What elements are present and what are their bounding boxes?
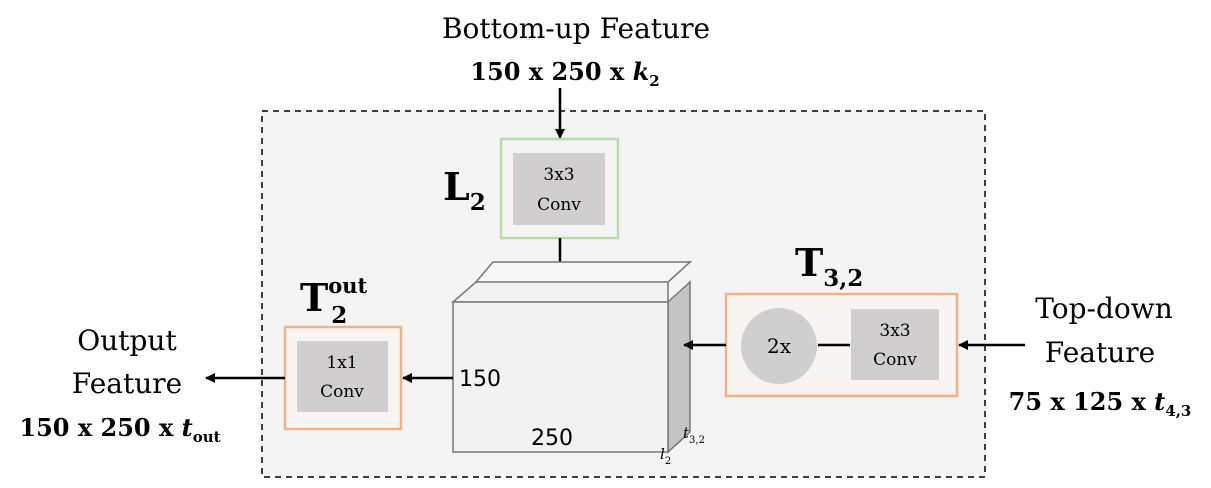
output-conv-label: Conv (320, 382, 364, 402)
topdown-input-line2: Feature (1045, 336, 1155, 369)
lateral-conv-label: Conv (537, 195, 581, 215)
upsample-circle (741, 308, 817, 384)
lateral-conv-kernel: 3x3 (543, 165, 574, 185)
output-feature-line1: Output (77, 324, 177, 357)
output-feature-dims: 150 x 250 x tout (19, 413, 220, 446)
bottom-up-dims: 150 x 250 x k2 (470, 57, 659, 90)
tensor-width-label: 250 (531, 426, 573, 451)
output-feature-line2: Feature (72, 367, 182, 400)
lateral-label: L2 (443, 164, 486, 216)
tensor-depth-label-bottom: l2 (660, 445, 671, 467)
tensor-front-face (452, 301, 669, 453)
topdown-conv-kernel: 3x3 (879, 321, 910, 341)
tensor-top-back (474, 261, 692, 283)
upsample-label: 2x (767, 334, 792, 358)
topdown-conv-label: Conv (873, 350, 917, 370)
feature-tensor (450, 261, 693, 454)
lateral-conv (513, 153, 605, 225)
topdown-input-line1: Top-down (1035, 292, 1173, 325)
output-conv (297, 341, 388, 412)
topdown-block-label: T3,2 (795, 240, 863, 292)
topdown-conv (851, 309, 939, 380)
output-conv-kernel: 1x1 (326, 353, 357, 373)
bottom-up-title: Bottom-up Feature (442, 12, 710, 45)
tensor-depth-label-top: t3,2 (683, 424, 705, 446)
tensor-height-label: 150 (459, 367, 501, 392)
topdown-input-dims: 75 x 125 x t4,3 (1009, 387, 1192, 420)
